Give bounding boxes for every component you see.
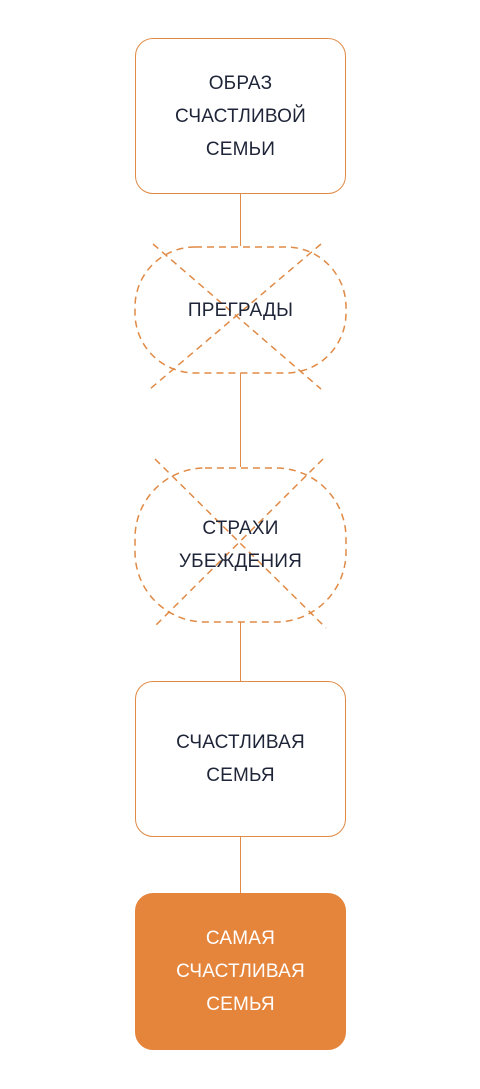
node-fears-beliefs-line-2: УБЕЖДЕНИЯ xyxy=(178,551,303,572)
node-fears-beliefs-line-1: СТРАХИ xyxy=(202,518,279,539)
node-happy-family: СЧАСТЛИВАЯ СЕМЬЯ xyxy=(135,681,346,837)
node-happy-family-line-2: СЕМЬЯ xyxy=(206,765,275,786)
connector-4 xyxy=(240,836,241,893)
node-happy-family-line-1: СЧАСТЛИВАЯ xyxy=(176,732,305,753)
node-fears-beliefs-cross-line-1 xyxy=(154,458,327,629)
node-happiest-family-line-3: СЕМЬЯ xyxy=(206,994,275,1015)
node-happiest-family-line-1: САМАЯ xyxy=(205,928,276,949)
node-fears-beliefs-cross-shape xyxy=(134,458,347,629)
node-family-image: ОБРАЗ СЧАСТЛИВОЙ СЕМЬИ xyxy=(135,38,346,194)
node-family-image-line-2: СЧАСТЛИВОЙ xyxy=(175,105,306,127)
connector-2 xyxy=(240,373,241,467)
node-obstacles-line-1: ПРЕГРАДЫ xyxy=(187,299,294,321)
node-fears-beliefs-cross-line-2 xyxy=(152,458,324,629)
node-happiest-family: САМАЯ СЧАСТЛИВАЯ СЕМЬЯ xyxy=(135,893,346,1050)
node-obstacles-cross-shape xyxy=(134,243,347,390)
node-family-image-line-1: ОБРАЗ xyxy=(208,72,273,94)
connector-3 xyxy=(240,622,241,682)
node-obstacles-cross-line-2 xyxy=(149,243,322,390)
connector-1 xyxy=(240,193,241,246)
node-happiest-family-line-2: СЧАСТЛИВАЯ xyxy=(176,961,305,982)
node-obstacles: ПРЕГРАДЫ xyxy=(133,243,348,390)
node-fears-beliefs: СТРАХИ УБЕЖДЕНИЯ xyxy=(133,458,348,629)
node-obstacles-cross-line-1 xyxy=(152,243,322,390)
node-family-image-line-3: СЕМЬИ xyxy=(205,138,276,160)
